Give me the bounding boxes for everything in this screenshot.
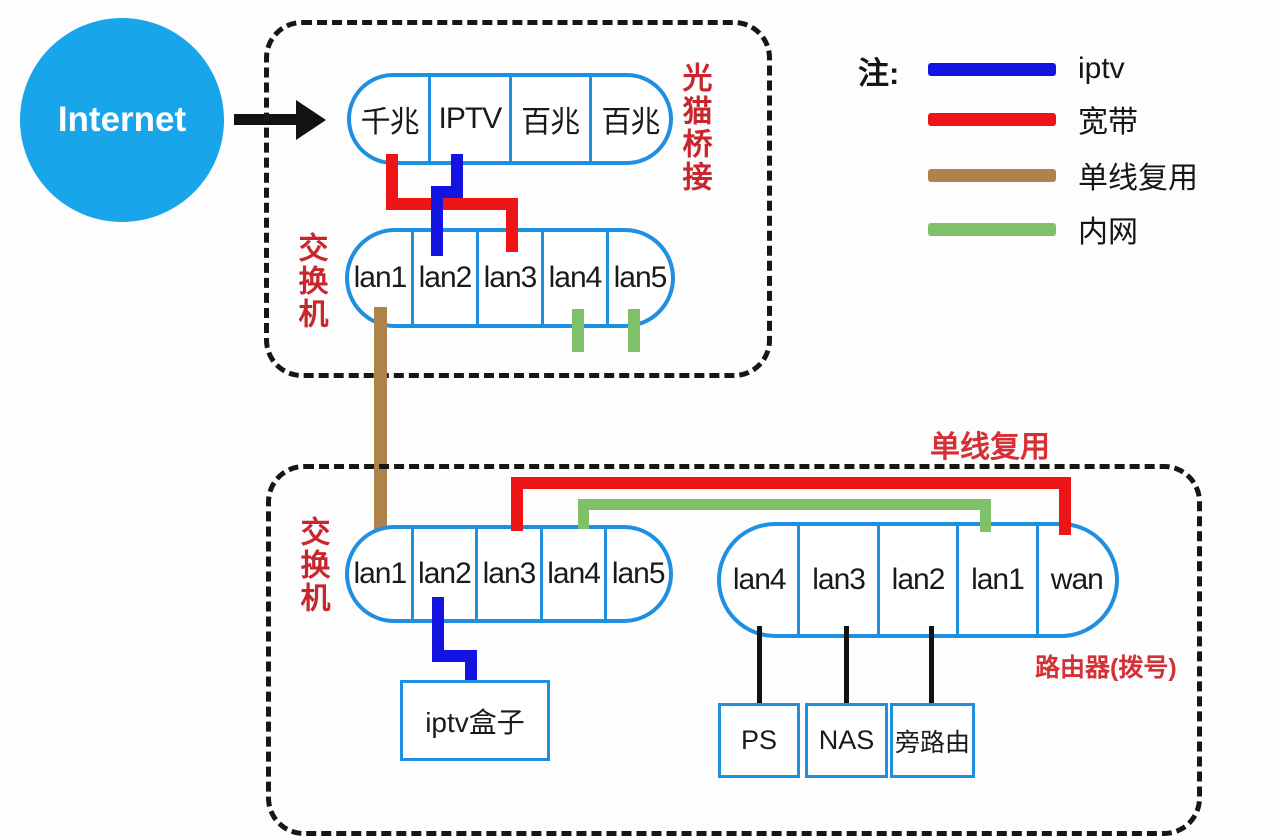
router-port-lan4: lan4	[732, 563, 787, 596]
lower-switch-port-lan5: lan5	[604, 529, 669, 619]
wire-intranet-to-lan1	[980, 499, 991, 532]
side-router-label: 旁路由	[894, 728, 970, 757]
legend-item-intranet: 内网	[928, 207, 1138, 251]
router-node: lan4 lan3 lan2 lan1 wan	[717, 522, 1119, 638]
wire-lan2-to-side-router	[929, 626, 934, 726]
internet-label: Internet	[57, 100, 187, 139]
modem-label: 光猫桥接	[677, 62, 711, 194]
router-port-lan1: lan1	[956, 526, 1035, 634]
ps-node: PS	[718, 703, 800, 778]
wire-intranet-run	[578, 499, 991, 510]
wire-broadband-to-wan	[1059, 477, 1071, 535]
upper-switch-port-lan4: lan4	[541, 232, 606, 324]
wire-broadband-run	[511, 477, 1071, 489]
legend-item-broadband: 宽带	[928, 97, 1138, 141]
legend-item-iptv: iptv	[928, 52, 1125, 86]
nas-node: NAS	[805, 703, 888, 778]
lower-switch-port-lan2: lan2	[410, 529, 476, 619]
internet-node: Internet	[20, 18, 224, 222]
wire-iptv-to-lan2	[431, 186, 443, 256]
lower-switch-label: 交换机	[295, 516, 329, 615]
legend-item-multiplex: 单线复用	[928, 153, 1198, 197]
upper-switch-port-lan2: lan2	[411, 232, 476, 324]
legend-swatch-broadband	[928, 112, 1056, 126]
wire-intranet-lan4-up	[578, 499, 589, 529]
modem-node: 千兆 IPTV 百兆 百兆	[347, 73, 673, 165]
modem-port-baizhao-1: 百兆	[508, 77, 589, 161]
arrow-head-icon	[296, 100, 326, 140]
lower-switch-port-lan3: lan3	[475, 529, 540, 619]
iptv-box-label: iptv盒子	[425, 706, 525, 738]
side-router-node: 旁路由	[890, 703, 975, 778]
upper-switch-port-lan5: lan5	[606, 232, 671, 324]
upper-switch-port-lan1: lan1	[353, 261, 408, 294]
wire-broadband-modem-run	[386, 198, 518, 210]
modem-port-qianzhao: 千兆	[360, 106, 420, 139]
wire-iptv-modem-drop	[451, 154, 463, 194]
wire-lan4-to-ps	[757, 626, 762, 716]
router-port-wan: wan	[1035, 526, 1115, 634]
upper-switch-label: 交换机	[293, 232, 327, 331]
legend-swatch-multiplex	[928, 168, 1056, 182]
upper-switch-port-lan3: lan3	[476, 232, 541, 324]
modem-port-baizhao-2: 百兆	[588, 77, 669, 161]
ps-label: PS	[740, 725, 778, 755]
wire-broadband-to-lan3	[506, 198, 518, 252]
modem-port-iptv: IPTV	[428, 77, 508, 161]
wire-intranet-stub-lan5	[628, 309, 640, 352]
legend-swatch-intranet	[928, 222, 1056, 236]
wire-iptv-lan2-down	[432, 597, 444, 662]
wire-multiplex-trunk	[374, 307, 387, 533]
lower-switch-port-lan4: lan4	[539, 529, 605, 619]
lower-switch-port-lan1: lan1	[353, 557, 407, 590]
legend-label-iptv: iptv	[1078, 52, 1125, 85]
modem-bridge-group	[264, 20, 772, 378]
iptv-box-node: iptv盒子	[400, 680, 550, 761]
wire-broadband-lan3-up	[511, 477, 523, 531]
lan-group	[266, 464, 1202, 836]
lower-switch-node: lan1 lan2 lan3 lan4 lan5	[345, 525, 673, 623]
legend-label-intranet: 内网	[1078, 216, 1138, 249]
upper-switch-node: lan1 lan2 lan3 lan4 lan5	[345, 228, 675, 328]
multiplex-annotation: 单线复用	[930, 431, 1050, 464]
router-port-lan2: lan2	[876, 526, 956, 634]
legend-label-multiplex: 单线复用	[1078, 162, 1198, 195]
nas-label: NAS	[818, 725, 875, 755]
wire-intranet-stub-lan4	[572, 309, 584, 352]
router-port-lan3: lan3	[797, 526, 876, 634]
legend-label-broadband: 宽带	[1078, 106, 1138, 139]
router-label: 路由器(拨号)	[1035, 654, 1177, 682]
wire-lan3-to-nas	[844, 626, 849, 721]
legend-note: 注:	[858, 56, 900, 91]
legend-swatch-iptv	[928, 62, 1056, 76]
wire-broadband-modem-drop	[386, 154, 398, 210]
